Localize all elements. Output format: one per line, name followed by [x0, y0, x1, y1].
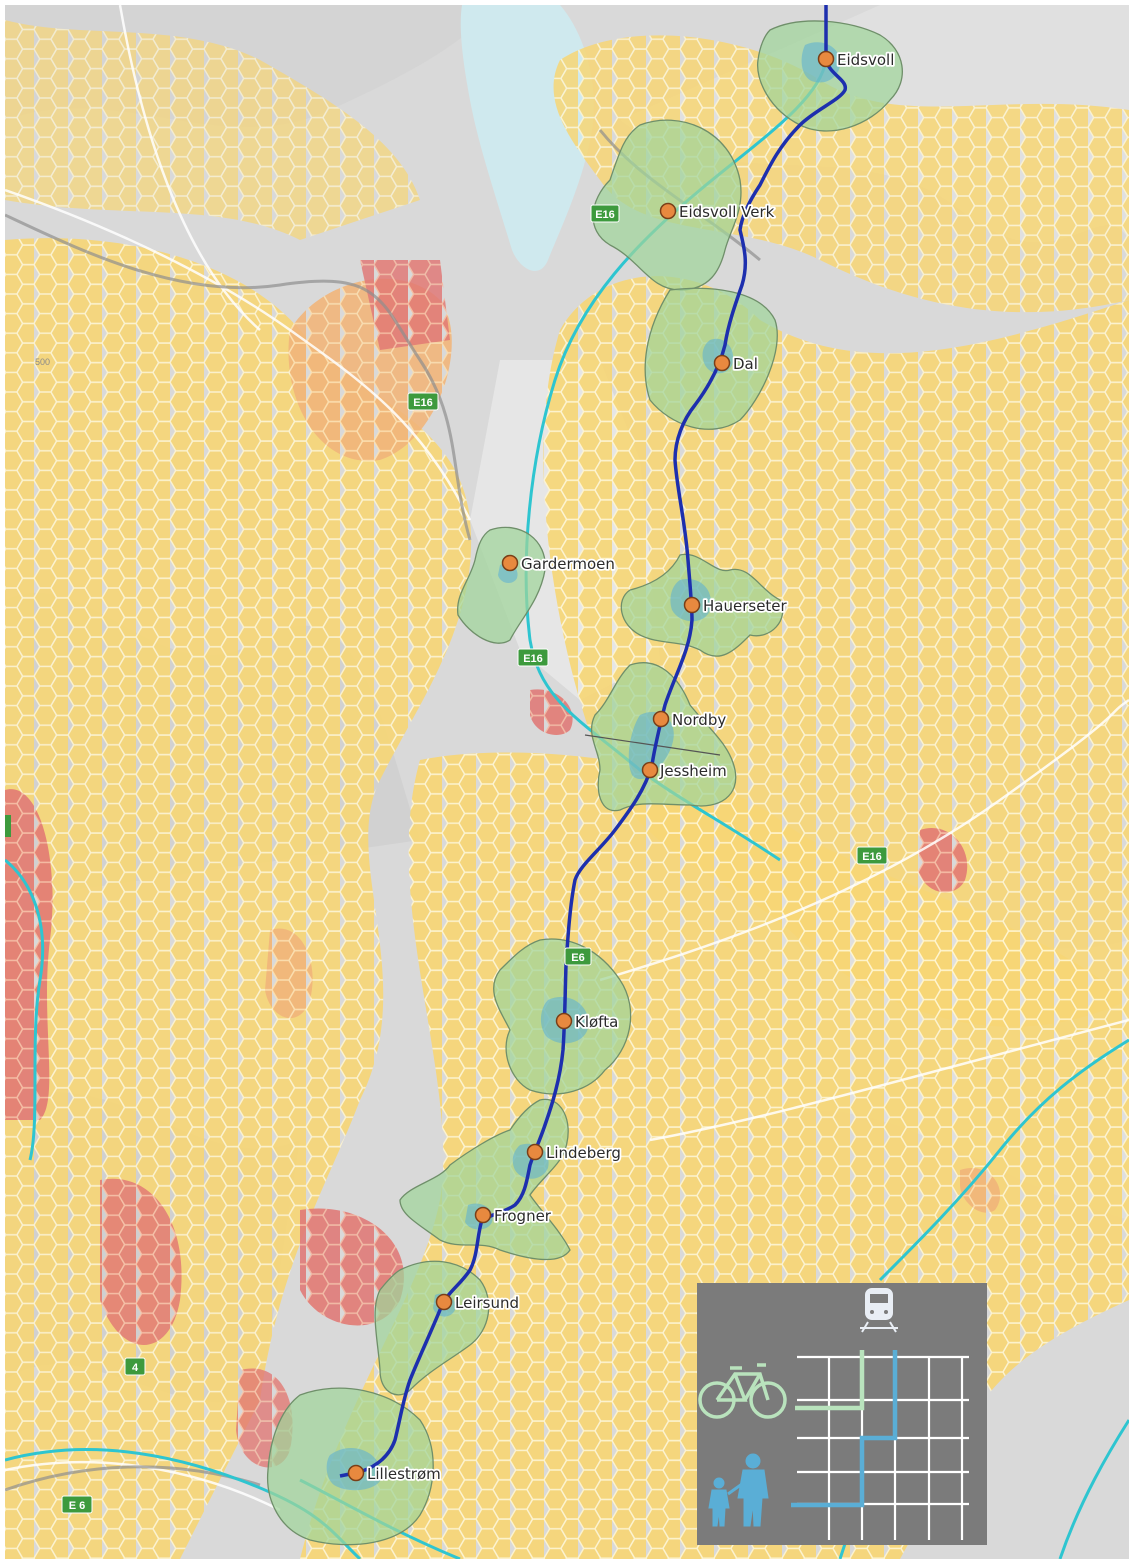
road-shields: E16 E16 E16 E16 E6 E6 4 E 6 [5, 204, 888, 1514]
road-shield-e16: E16 [517, 648, 549, 667]
legend-bike-route [795, 1350, 865, 1411]
stations[interactable]: Eidsvoll Eidsvoll Verk Dal Gardermoen Ha… [347, 49, 896, 1485]
road-shield-e6: E6 [564, 947, 592, 966]
road-shield-e6: E 6 [61, 1495, 93, 1514]
svg-text:E16: E16 [523, 653, 543, 665]
catchment-areas [266, 20, 903, 1546]
rail-line[interactable] [339, 5, 847, 1478]
svg-text:Gardermoen: Gardermoen [521, 555, 615, 573]
population-hex-grid [5, 20, 1129, 1559]
svg-text:4: 4 [132, 1362, 139, 1374]
station-jessheim[interactable]: Jessheim [641, 760, 729, 782]
svg-text:Hauerseter: Hauerseter [703, 597, 788, 615]
station-eidsvoll[interactable]: Eidsvoll [817, 49, 896, 71]
svg-text:Kløfta: Kløfta [575, 1013, 618, 1031]
station-lindeberg[interactable]: Lindeberg [526, 1142, 623, 1164]
catchment-gardermoen [457, 526, 546, 644]
station-nordby[interactable]: Nordby [652, 709, 728, 731]
station-hauerseter[interactable]: Hauerseter [683, 595, 789, 617]
svg-text:Lillestrøm: Lillestrøm [367, 1465, 441, 1483]
legend [697, 1283, 987, 1545]
svg-text:E16: E16 [413, 397, 433, 409]
svg-text:Frogner: Frogner [494, 1207, 552, 1225]
station-eidsvoll-verk[interactable]: Eidsvoll Verk [659, 201, 776, 223]
road-shield-e6: E6 [5, 815, 11, 837]
bicycle-icon [698, 1363, 787, 1419]
svg-text:Jessheim: Jessheim [659, 762, 727, 780]
svg-text:E16: E16 [862, 851, 882, 863]
contour-label: 500 [35, 357, 50, 367]
train-icon [860, 1288, 898, 1333]
station-frogner[interactable]: Frogner [474, 1205, 554, 1227]
pedestrian-icon [708, 1453, 769, 1527]
road-shield-e16: E16 [856, 846, 888, 865]
svg-text:Dal: Dal [733, 355, 758, 373]
svg-text:Nordby: Nordby [672, 711, 726, 729]
local-track [584, 734, 721, 756]
road-shield-4: 4 [124, 1357, 146, 1376]
road-shield-e16: E16 [590, 204, 620, 223]
svg-text:E 6: E 6 [69, 1500, 86, 1512]
legend-walk-route [791, 1350, 898, 1508]
station-klofta[interactable]: Kløfta [555, 1011, 620, 1033]
station-dal[interactable]: Dal [713, 353, 760, 375]
minor-roads [5, 5, 1129, 1512]
svg-text:E6: E6 [571, 952, 584, 964]
svg-text:Lindeberg: Lindeberg [546, 1144, 621, 1162]
station-gardermoen[interactable]: Gardermoen [501, 553, 617, 575]
road-shield-e16: E16 [407, 392, 439, 411]
station-leirsund[interactable]: Leirsund [435, 1292, 521, 1314]
station-lillestrom[interactable]: Lillestrøm [347, 1463, 443, 1485]
svg-text:Eidsvoll: Eidsvoll [837, 51, 894, 69]
map[interactable]: E16 E16 E16 E16 E6 E6 4 E 6 500 Eidsvoll… [5, 5, 1129, 1559]
svg-text:E16: E16 [595, 209, 615, 221]
svg-text:Leirsund: Leirsund [455, 1294, 519, 1312]
svg-text:Eidsvoll Verk: Eidsvoll Verk [679, 203, 775, 221]
